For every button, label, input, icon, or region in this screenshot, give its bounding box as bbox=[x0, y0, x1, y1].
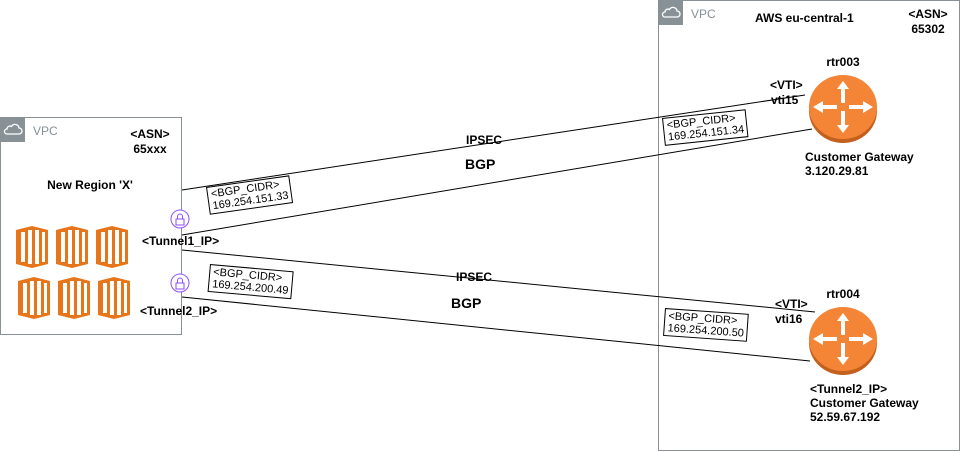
region-name: AWS eu-central-1 bbox=[755, 11, 854, 25]
vpc-label: VPC bbox=[33, 124, 58, 138]
gateway-ip: 3.120.29.81 bbox=[805, 164, 869, 178]
gateway-ip: 52.59.67.192 bbox=[810, 410, 881, 424]
vti-tag: <VTI> bbox=[775, 297, 808, 311]
asn-label: <ASN> bbox=[130, 127, 170, 141]
right-vpc: VPC bbox=[658, 0, 960, 451]
router-name: rtr004 bbox=[826, 287, 860, 301]
bgp-cidr-box: <BGP_CIDR> 169.254.200.50 bbox=[663, 308, 750, 342]
tunnel1-upper-line bbox=[181, 94, 806, 191]
bgp-label: BGP bbox=[451, 295, 482, 311]
ipsec-label: IPSEC bbox=[456, 270, 493, 284]
asn-label: <ASN> bbox=[908, 7, 948, 21]
asn-value: 65302 bbox=[911, 22, 945, 36]
tunnel2-upper-line bbox=[181, 249, 816, 313]
cloud-icon bbox=[1, 118, 25, 142]
vpc-label: VPC bbox=[691, 7, 716, 21]
gateway-role: Customer Gateway bbox=[805, 150, 914, 164]
router-icon bbox=[809, 75, 877, 143]
router-name: rtr003 bbox=[826, 55, 860, 69]
tunnel2-ip: <Tunnel2_IP> bbox=[810, 382, 888, 396]
asn-value: 65xxx bbox=[133, 142, 167, 156]
vti-name: vti15 bbox=[771, 93, 799, 107]
bgp-label: BGP bbox=[465, 156, 496, 172]
tunnel1-ip: <Tunnel1_IP> bbox=[142, 234, 220, 248]
ipsec-label: IPSEC bbox=[466, 133, 503, 147]
tunnel2-ip: <Tunnel2_IP> bbox=[140, 304, 218, 318]
lock-icon bbox=[170, 273, 190, 293]
tunnel1-lower-line bbox=[181, 128, 813, 236]
gateway-role: Customer Gateway bbox=[810, 396, 919, 410]
tunnel2-lower-line bbox=[181, 296, 811, 362]
cloud-icon bbox=[659, 1, 683, 25]
vti-tag: <VTI> bbox=[770, 78, 803, 92]
vti-name: vti16 bbox=[775, 312, 803, 326]
region-name: New Region 'X' bbox=[47, 178, 133, 192]
lock-icon bbox=[170, 209, 190, 229]
router-icon bbox=[809, 307, 877, 375]
